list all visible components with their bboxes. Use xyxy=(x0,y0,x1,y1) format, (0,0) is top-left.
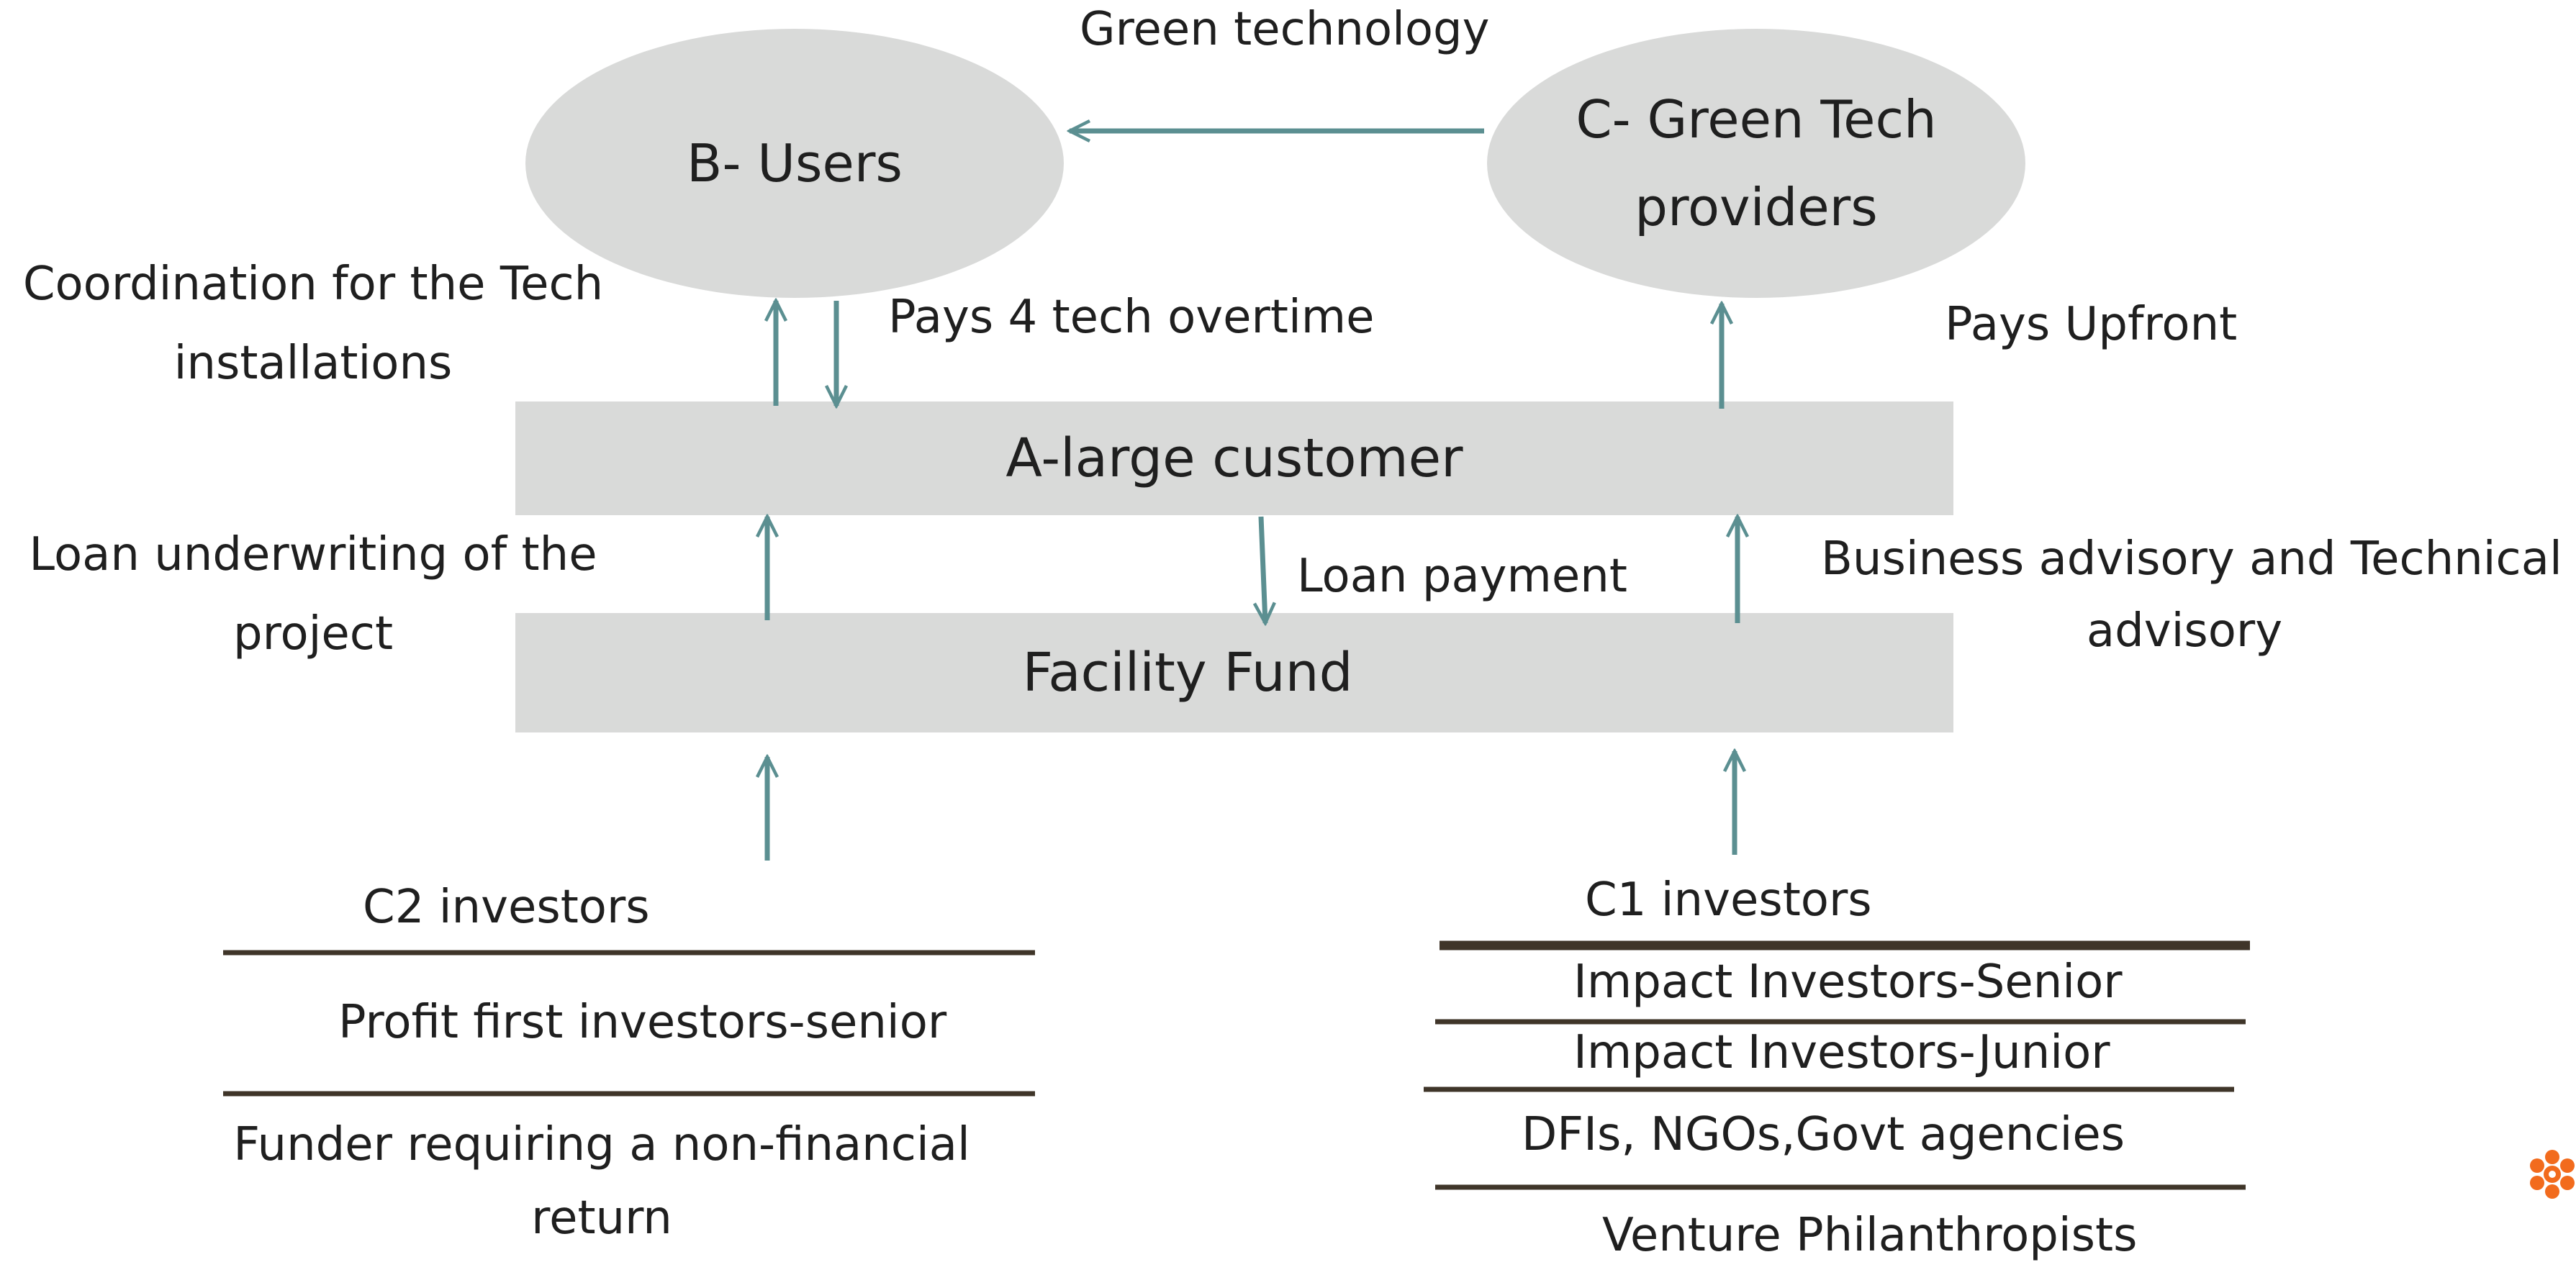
label-loan-payment: Loan payment xyxy=(1297,550,1627,603)
node-facility-fund-label: Facility Fund xyxy=(1022,642,1353,704)
label-advisory-line2: advisory xyxy=(2086,604,2283,658)
node-providers-label-line1: C- Green Tech xyxy=(1576,89,1937,150)
c2-tier-non-financial-line1: Funder requiring a non-financial xyxy=(233,1118,970,1171)
c1-tier-venture-philanthropists: Venture Philanthropists xyxy=(1602,1209,2138,1262)
c1-investors-title: C1 investors xyxy=(1585,874,1872,927)
node-green-tech-providers: C- Green Tech providers xyxy=(1487,29,2025,298)
node-large-customer: A-large customer xyxy=(515,401,1953,515)
c2-tier-non-financial-line2: return xyxy=(531,1192,672,1245)
label-coordination-line2: installations xyxy=(173,337,453,391)
node-users-label: B- Users xyxy=(687,132,903,194)
c1-tier-impact-senior: Impact Investors-Senior xyxy=(1573,956,2123,1009)
label-coordination-line1: Coordination for the Tech xyxy=(22,258,604,311)
arrow-loan-payment-down xyxy=(1261,516,1265,623)
c2-investors-title: C2 investors xyxy=(363,881,650,934)
label-green-technology: Green technology xyxy=(1080,3,1490,56)
node-providers-label-line2: providers xyxy=(1635,177,1878,237)
label-pays-upfront: Pays Upfront xyxy=(1945,298,2238,351)
node-large-customer-label: A-large customer xyxy=(1005,427,1463,489)
c2-tier-profit-first: Profit first investors-senior xyxy=(338,996,947,1049)
c2-tier-non-financial-funder: Funder requiring a non-financial return xyxy=(227,1108,976,1256)
label-advisory-line1: Business advisory and Technical xyxy=(1821,532,2562,586)
orange-flower-logo-icon xyxy=(2530,1150,2575,1199)
c1-tier-impact-junior: Impact Investors-Junior xyxy=(1573,1026,2110,1079)
c1-tier-dfis-ngos: DFIs, NGOs,Govt agencies xyxy=(1522,1108,2125,1161)
node-users: B- Users xyxy=(525,29,1064,298)
label-loan-underwriting-line1: Loan underwriting of the xyxy=(29,528,597,581)
label-loan-underwriting: Loan underwriting of the project xyxy=(29,515,597,673)
label-loan-underwriting-line2: project xyxy=(232,607,394,661)
label-pays-overtime: Pays 4 tech overtime xyxy=(888,291,1375,344)
label-advisory: Business advisory and Technical advisory xyxy=(1821,524,2562,668)
label-coordination: Coordination for the Tech installations xyxy=(22,245,605,403)
node-facility-fund: Facility Fund xyxy=(515,613,1953,732)
